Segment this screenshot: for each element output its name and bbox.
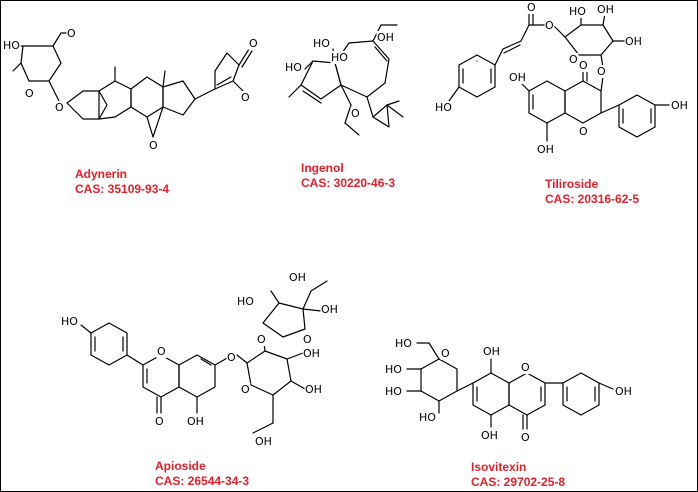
apioside-caption: Apioside CAS: 26544-34-3 bbox=[155, 459, 249, 489]
apioside-atom-ho-b: HO bbox=[61, 315, 78, 328]
apioside-atom-o-api-link: O bbox=[257, 333, 266, 346]
ingenol-atom-oh-top: HO bbox=[313, 37, 330, 50]
ingenol-cas: CAS: 30220-46-3 bbox=[301, 176, 396, 190]
apioside-atom-o-glycosidic: O bbox=[227, 351, 236, 364]
tiliroside-atom-ho-coumaroyl: HO bbox=[435, 101, 452, 114]
tiliroside-atom-o-pyran: O bbox=[579, 125, 588, 138]
isovitexin-atom-o-pyran: O bbox=[521, 361, 530, 374]
tiliroside-atom-o-carbonyl: O bbox=[527, 1, 536, 14]
isovitexin-cas: CAS: 29702-25-8 bbox=[471, 475, 566, 489]
apioside-cas: CAS: 26544-34-3 bbox=[155, 474, 250, 488]
apioside-atom-oh-glc-3: OH bbox=[303, 347, 320, 360]
tiliroside-atom-oh-5: OH bbox=[509, 71, 526, 84]
apioside-name: Apioside bbox=[155, 459, 206, 473]
apioside-atom-o-api-ring: O bbox=[303, 333, 312, 346]
ingenol-atom-oh-ch2: OH bbox=[377, 31, 394, 44]
ingenol-atom-o-ketone: O bbox=[351, 107, 360, 120]
tiliroside-caption: Tiliroside CAS: 20316-62-5 bbox=[545, 177, 639, 207]
ingenol-atom-oh-left: HO bbox=[285, 61, 302, 74]
apioside-atom-oh-api-2: OH bbox=[321, 303, 338, 316]
ingenol-name: Ingenol bbox=[301, 161, 344, 175]
tiliroside-atom-o-ester: O bbox=[545, 19, 554, 32]
apioside-structure: HO O O OH O O O OH OH OH HO OH OH O bbox=[60, 271, 339, 448]
adynerin-atom-o-ring: O bbox=[25, 87, 34, 100]
ingenol-atom-oh-mid: HO bbox=[331, 51, 348, 64]
adynerin-atom-o-glycosidic: O bbox=[55, 101, 64, 114]
tiliroside-atom-oh-glc-2: OH bbox=[597, 3, 614, 16]
tiliroside-atom-ho-glc-1: HO bbox=[569, 5, 586, 18]
apioside-atom-oh-api-1: OH bbox=[289, 271, 306, 284]
isovitexin-atom-oh-b: OH bbox=[615, 385, 632, 398]
apioside-atom-oh-glc-4: OH bbox=[305, 383, 322, 396]
apioside-atom-ho-api: HO bbox=[237, 295, 254, 308]
adynerin-atom-o-carbonyl: O bbox=[249, 37, 258, 50]
adynerin-structure: HO O O O O O O bbox=[2, 27, 259, 152]
apioside-atom-o-keto: O bbox=[155, 415, 164, 428]
tiliroside-structure: HO O O HO OH OH O O O OH O OH OH bbox=[434, 1, 689, 156]
isovitexin-atom-o-keto: O bbox=[521, 431, 530, 444]
ingenol-caption: Ingenol CAS: 30220-46-3 bbox=[301, 161, 395, 191]
ingenol-structure: HO OH HO HO O bbox=[284, 24, 404, 136]
tiliroside-name: Tiliroside bbox=[545, 177, 599, 191]
tiliroside-atom-oh-b: OH bbox=[671, 99, 688, 112]
adynerin-cas: CAS: 35109-93-4 bbox=[75, 182, 170, 196]
isovitexin-structure: HO HO HO HO O OH O OH O OH bbox=[384, 337, 633, 444]
isovitexin-atom-o-glc-ring: O bbox=[441, 347, 450, 360]
adynerin-atom-ho: HO bbox=[3, 39, 20, 52]
adynerin-caption: Adynerin CAS: 35109-93-4 bbox=[75, 167, 169, 197]
apioside-atom-o-glc-ring: O bbox=[241, 383, 250, 396]
isovitexin-atom-ho-2: HO bbox=[385, 363, 402, 376]
tiliroside-atom-o-keto: O bbox=[579, 59, 588, 72]
tiliroside-atom-oh-7: OH bbox=[537, 143, 554, 156]
isovitexin-name: Isovitexin bbox=[471, 460, 527, 474]
apioside-atom-o-pyran: O bbox=[157, 345, 166, 358]
tiliroside-atom-o-glc-ring: O bbox=[569, 53, 578, 66]
isovitexin-caption: Isovitexin CAS: 29702-25-8 bbox=[471, 460, 565, 490]
tiliroside-atom-o-glycosidic: O bbox=[597, 65, 606, 78]
adynerin-atom-o-methoxy: O bbox=[67, 27, 76, 40]
tiliroside-atom-oh-glc-3: OH bbox=[625, 35, 642, 48]
apioside-atom-oh-ch2: OH bbox=[255, 435, 272, 448]
adynerin-atom-o-epoxide: O bbox=[149, 139, 158, 152]
adynerin-atom-o-lactone: O bbox=[241, 91, 250, 104]
isovitexin-atom-ho-3: HO bbox=[385, 385, 402, 398]
apioside-atom-oh-5: OH bbox=[187, 415, 204, 428]
tiliroside-cas: CAS: 20316-62-5 bbox=[545, 192, 640, 206]
isovitexin-atom-oh-5: OH bbox=[481, 429, 498, 442]
isovitexin-atom-ho-ch2: HO bbox=[395, 337, 412, 350]
adynerin-name: Adynerin bbox=[75, 167, 128, 181]
isovitexin-atom-ho-4: HO bbox=[419, 411, 436, 424]
isovitexin-atom-oh-7: OH bbox=[483, 345, 500, 358]
